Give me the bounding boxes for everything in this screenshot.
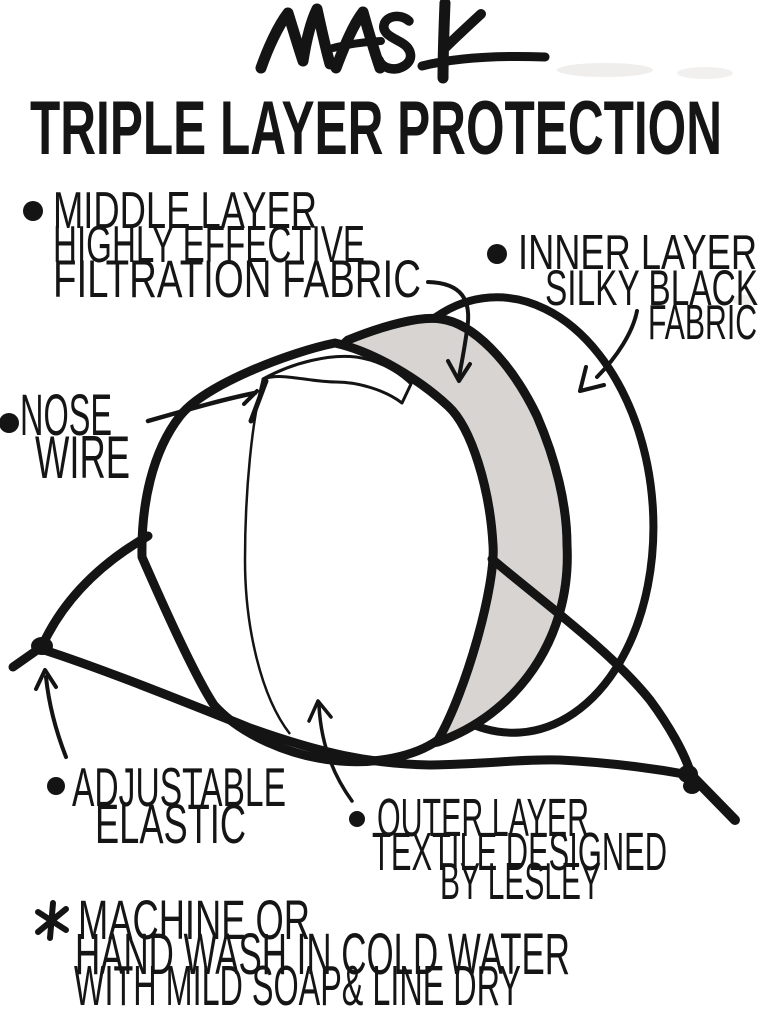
svg-text:TEXTILE DESIGNED: TEXTILE DESIGNED — [372, 822, 667, 882]
svg-text:TRIPLE LAYER PROTECTION: TRIPLE LAYER PROTECTION — [30, 86, 722, 171]
svg-text:SILKY BLACK: SILKY BLACK — [545, 260, 758, 316]
svg-text:WIRE: WIRE — [35, 424, 130, 491]
svg-text:BY LESLEY: BY LESLEY — [440, 853, 601, 911]
svg-text:ADJUSTABLE: ADJUSTABLE — [72, 756, 286, 818]
svg-text:WITH MILD SOAP& LINE DRY: WITH MILD SOAP& LINE DRY — [74, 954, 521, 1018]
svg-text:FABRIC: FABRIC — [648, 296, 757, 350]
svg-text:MACHINE OR: MACHINE OR — [78, 888, 310, 951]
svg-text:HAND WASH IN COLD WATER: HAND WASH IN COLD WATER — [75, 922, 570, 987]
svg-text:NOSE: NOSE — [20, 383, 112, 448]
svg-text:HIGHLY EFFECTIVE: HIGHLY EFFECTIVE — [53, 216, 365, 274]
svg-text:INNER LAYER: INNER LAYER — [518, 226, 757, 280]
svg-text:MIDDLE LAYER: MIDDLE LAYER — [53, 182, 317, 240]
svg-text:OUTER LAYER: OUTER LAYER — [377, 788, 589, 848]
svg-text:FILTRATION FABRIC: FILTRATION FABRIC — [53, 250, 421, 309]
svg-text:ELASTIC: ELASTIC — [95, 792, 246, 855]
